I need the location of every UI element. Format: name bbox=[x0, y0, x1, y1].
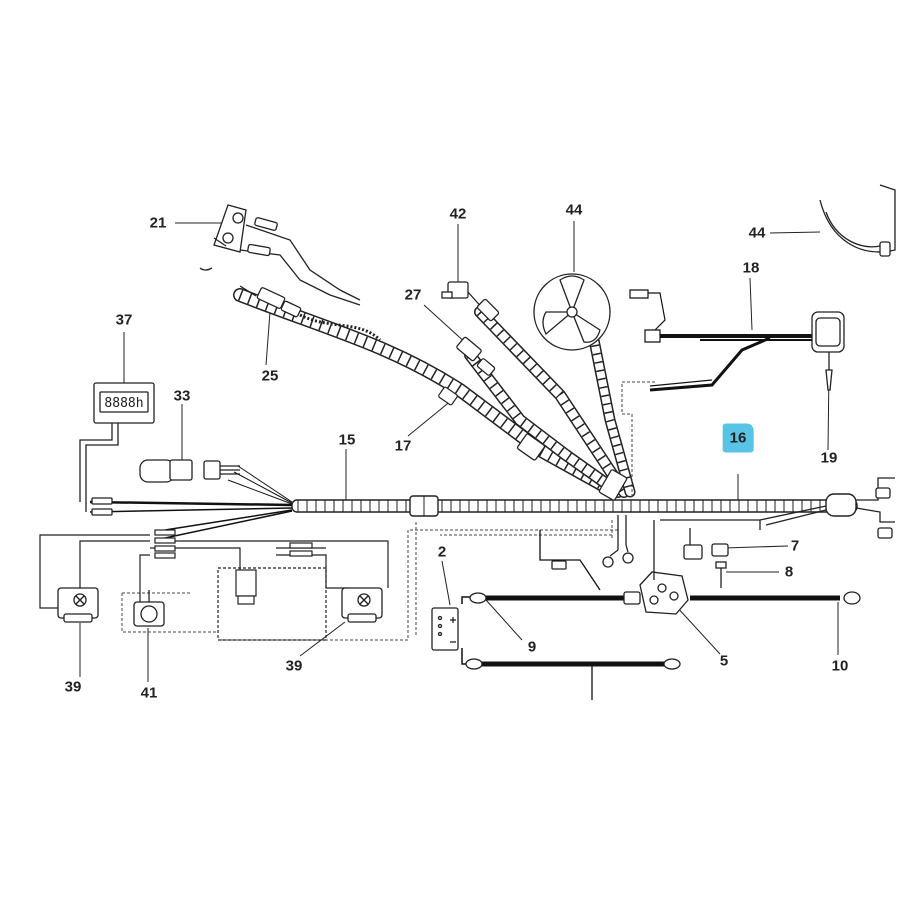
leader-lines bbox=[79, 221, 839, 682]
part-7-relay bbox=[653, 519, 761, 580]
callout-17: 17 bbox=[394, 437, 412, 455]
battery-cables bbox=[461, 530, 840, 700]
callout-44-cover: 44 bbox=[748, 224, 766, 242]
right-end-connectors bbox=[759, 477, 895, 539]
left-switch-circuits bbox=[39, 529, 389, 641]
part-44-cover bbox=[819, 184, 896, 257]
fork-terminals bbox=[602, 515, 634, 568]
callout-33: 33 bbox=[173, 387, 191, 405]
part-41-sensor bbox=[133, 590, 165, 627]
part-27-connector bbox=[456, 336, 496, 376]
part-2-battery bbox=[431, 607, 459, 651]
junction-connector bbox=[598, 469, 628, 501]
callout-16-highlighted: 16 bbox=[722, 423, 754, 453]
part-8-bolt bbox=[715, 561, 727, 588]
callout-39-right: 39 bbox=[285, 657, 303, 675]
callout-9: 9 bbox=[527, 638, 537, 656]
part-39-switch-left bbox=[57, 587, 99, 623]
callout-7: 7 bbox=[790, 537, 800, 555]
part-19-sensor bbox=[811, 311, 845, 391]
cable-lugs bbox=[465, 560, 861, 670]
callout-37: 37 bbox=[115, 311, 133, 329]
callout-5: 5 bbox=[719, 652, 729, 670]
part-33-key-switch bbox=[139, 459, 240, 483]
callout-21: 21 bbox=[149, 214, 167, 232]
hour-meter-display: 8888h bbox=[104, 396, 143, 411]
callout-25: 25 bbox=[261, 367, 279, 385]
callout-39-left: 39 bbox=[64, 678, 82, 696]
part-18-harness bbox=[629, 289, 812, 392]
callout-8: 8 bbox=[784, 563, 794, 581]
callout-10: 10 bbox=[831, 657, 849, 675]
callout-15: 15 bbox=[338, 431, 356, 449]
callout-41: 41 bbox=[140, 684, 158, 702]
part-37-hour-meter: 8888h bbox=[79, 382, 155, 516]
callout-42: 42 bbox=[449, 205, 467, 223]
part-21-mounting bbox=[213, 237, 227, 247]
part-39-switch-right bbox=[341, 587, 383, 623]
callout-44-fan: 44 bbox=[565, 201, 583, 219]
callout-19: 19 bbox=[820, 449, 838, 467]
part-44-fan bbox=[533, 273, 611, 351]
left-harness-wires bbox=[89, 465, 293, 539]
part-21-lamp-wiring bbox=[199, 204, 361, 306]
part-25-connector bbox=[239, 285, 382, 342]
diagonal-conduits bbox=[233, 288, 636, 501]
callout-2: 2 bbox=[437, 543, 447, 561]
main-conduit-harness bbox=[291, 493, 858, 517]
callout-27: 27 bbox=[404, 286, 422, 304]
part-5-solenoid bbox=[623, 571, 689, 615]
connector-17 bbox=[516, 433, 546, 461]
callout-18: 18 bbox=[742, 259, 760, 277]
part-42-switch bbox=[441, 281, 500, 322]
